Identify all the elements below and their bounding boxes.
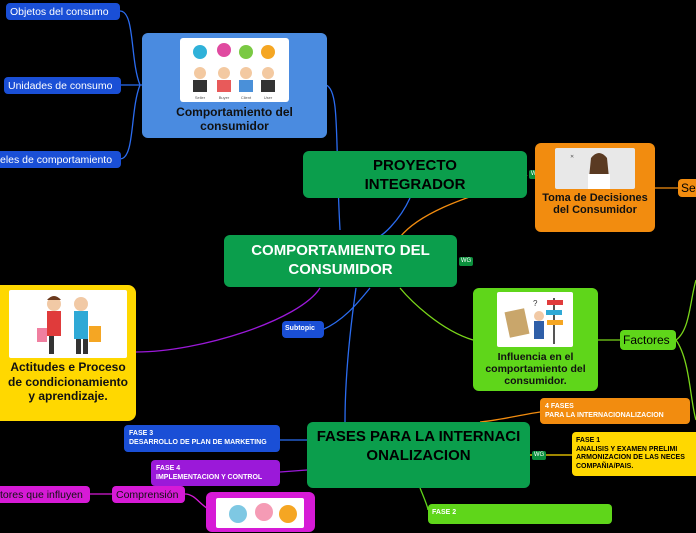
svg-text:✕: ✕: [570, 154, 574, 160]
node-title: FASES PARA LA INTERNACIONALIZACION: [316, 428, 521, 464]
node-label: Se: [681, 181, 696, 195]
node-label: Subtopic: [285, 325, 315, 332]
consumers-illustration: Seller Buyer Client User: [180, 38, 289, 102]
decision-signpost-image: ?: [497, 292, 573, 347]
node-label: Comprensión: [116, 489, 179, 501]
svg-text:Client: Client: [241, 95, 252, 100]
node-factores[interactable]: Factores: [620, 330, 676, 350]
item-unidades-consumo[interactable]: Unidades de consumo: [4, 77, 121, 94]
node-magenta-image[interactable]: [206, 492, 315, 532]
node-comprension[interactable]: Comprensión: [112, 486, 185, 503]
node-influencia[interactable]: ? Influencia en el comportamiento del co…: [473, 288, 598, 391]
item-objetos-consumo[interactable]: Objetos del consumo: [6, 3, 120, 20]
item-niveles-comportamiento[interactable]: eles de comportamiento: [0, 151, 121, 168]
node-4-fases[interactable]: 4 FASES PARA LA INTERNACIONALIZACION: [540, 398, 690, 424]
node-fase-1[interactable]: FASE 1 ANALISIS Y EXAMEN PRELIMI ARMONIZ…: [572, 432, 696, 476]
node-label: Toma de Decisiones del Consumidor: [542, 192, 648, 216]
node-label: FASE 2: [432, 509, 457, 516]
central-title: COMPORTAMIENTO DEL CONSUMIDOR: [251, 242, 430, 278]
node-label: 4 FASES PARA LA INTERNACIONALIZACION: [545, 403, 664, 419]
node-label: Influencia en el comportamiento del cons…: [485, 351, 586, 387]
node-comportamiento-consumidor[interactable]: Seller Buyer Client User Comportamiento …: [142, 33, 327, 138]
svg-text:Seller: Seller: [195, 95, 206, 100]
item-label: eles de comportamiento: [0, 154, 113, 166]
central-topic[interactable]: COMPORTAMIENTO DEL CONSUMIDOR: [224, 235, 457, 287]
node-label: FASE 1 ANALISIS Y EXAMEN PRELIMI ARMONIZ…: [576, 437, 685, 470]
node-fase-3[interactable]: FASE 3 DESARROLLO DE PLAN DE MARKETING: [124, 425, 280, 452]
item-label: Unidades de consumo: [8, 80, 113, 92]
thinking-woman-image: ✕: [555, 148, 635, 189]
node-label: Actitudes e Proceso de condicionamiento …: [7, 360, 128, 403]
item-label: Objetos del consumo: [10, 6, 109, 18]
svg-text:Buyer: Buyer: [219, 95, 230, 100]
wg-tag: WG: [459, 257, 473, 266]
node-fases-internacionalizacion[interactable]: FASES PARA LA INTERNACIONALIZACION: [307, 422, 530, 488]
consumers-image: Seller Buyer Client User: [193, 43, 275, 100]
node-actitudes[interactable]: Actitudes e Proceso de condicionamiento …: [0, 285, 136, 421]
node-factores-influyen[interactable]: tores que influyen: [0, 486, 90, 503]
node-label: tores que influyen: [0, 489, 83, 501]
svg-text:?: ?: [533, 299, 538, 308]
node-fase-2[interactable]: FASE 2: [428, 504, 612, 524]
node-label: Factores: [623, 333, 670, 347]
node-se-cut[interactable]: Se: [678, 179, 696, 197]
node-fase-4[interactable]: FASE 4 IMPLEMENTACION Y CONTROL: [151, 460, 280, 486]
shoppers-image: [9, 290, 127, 358]
node-toma-decisiones[interactable]: ✕ Toma de Decisiones del Consumidor: [535, 143, 655, 232]
svg-text:User: User: [264, 95, 273, 100]
wg-tag: WG: [532, 451, 546, 460]
node-label: FASE 3 DESARROLLO DE PLAN DE MARKETING: [129, 430, 267, 446]
node-label: FASE 4 IMPLEMENTACION Y CONTROL: [156, 465, 263, 481]
node-title: PROYECTO INTEGRADOR: [364, 157, 466, 193]
node-proyecto-integrador[interactable]: PROYECTO INTEGRADOR: [303, 151, 527, 198]
node-label: Comportamiento del consumidor: [176, 105, 293, 133]
node-subtopic[interactable]: Subtopic: [282, 321, 324, 338]
icons-image: [216, 498, 304, 528]
